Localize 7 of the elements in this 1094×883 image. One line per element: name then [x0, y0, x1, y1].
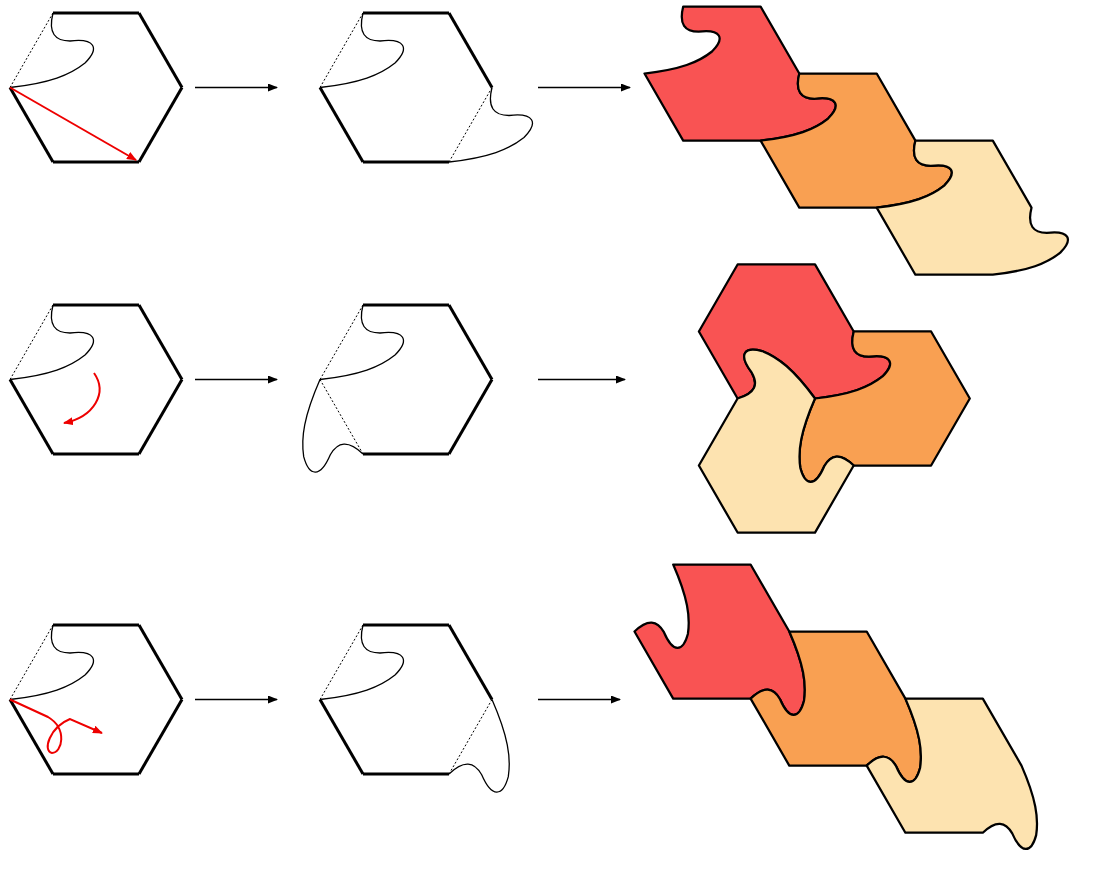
arrow	[194, 695, 278, 704]
arrow	[537, 83, 631, 92]
arrow	[194, 375, 278, 384]
tiling-drawing	[640, 2, 1070, 277]
arrow	[194, 83, 278, 92]
arrow	[537, 695, 621, 704]
arrow	[537, 375, 626, 384]
